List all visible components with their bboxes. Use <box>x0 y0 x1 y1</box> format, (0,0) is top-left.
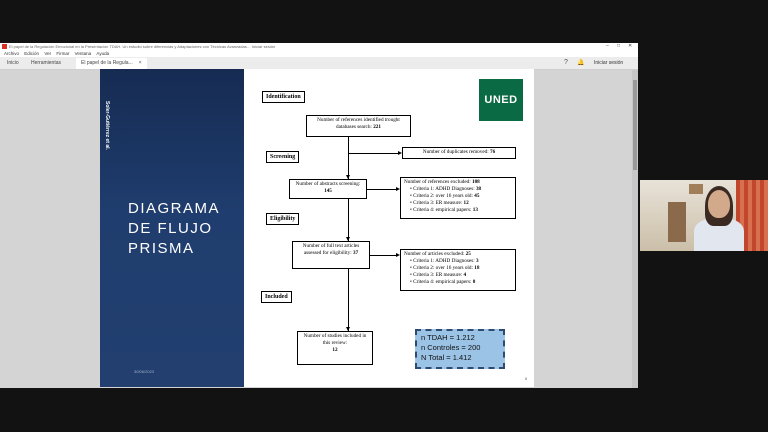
arrow-down <box>345 327 350 331</box>
menu-edicion[interactable]: Edición <box>24 51 40 56</box>
slide-title-line: DE FLUJO <box>128 220 213 237</box>
connector-line <box>348 199 349 241</box>
tab-label: Inicio <box>7 60 19 66</box>
arrow-right <box>396 252 400 257</box>
slide-title-panel: Soler-Gutiérrez et al. DIAGRAMA DE FLUJO… <box>100 69 244 387</box>
close-window-button[interactable]: ✕ <box>628 43 633 49</box>
box-text: Number of abstracts screening: <box>295 181 361 187</box>
arrow-down <box>345 237 350 241</box>
bell-icon[interactable]: 🔔 <box>577 60 585 66</box>
box-value: 37 <box>352 250 359 256</box>
summary-line: n TDAH = 1.212 <box>421 333 475 342</box>
tab-inicio[interactable]: Inicio <box>2 58 24 69</box>
menu-archivo[interactable]: Archivo <box>4 51 20 56</box>
menu-ventana[interactable]: Ventana <box>74 51 92 56</box>
fulltext-box: Number of full text articles assessed fo… <box>292 241 370 269</box>
criteria-item: • Criteria 2: over 16 years old: 45 <box>410 193 480 199</box>
menu-ver[interactable]: Ver <box>44 51 52 56</box>
prisma-diagram-panel: UNED Identification Screening Eligibilit… <box>244 69 534 387</box>
criteria-item: • Criteria 1: ADHD Diagnoses: 38 <box>410 186 482 192</box>
pdf-app-icon <box>2 44 7 49</box>
tab-herramientas[interactable]: Herramientas <box>26 58 66 69</box>
connector-line <box>367 189 396 190</box>
webcam-video-tile <box>640 180 768 251</box>
box-text: Number of duplicates removed: <box>422 149 489 155</box>
menu-ayuda[interactable]: Ayuda <box>96 51 110 56</box>
webcam-shelf <box>668 202 686 242</box>
summary-line: N Total = 1.412 <box>421 353 472 362</box>
connector-line <box>348 269 349 331</box>
box-value: 221 <box>373 124 381 130</box>
criteria-item: • Criteria 3: ER measure: 12 <box>410 200 469 206</box>
maximize-button[interactable]: □ <box>617 43 621 49</box>
box-value: 145 <box>324 188 332 194</box>
menu-bar: Archivo Edición Ver Firmar Ventana Ayuda <box>0 50 638 57</box>
box-value: 25 <box>465 251 471 257</box>
stage-screening: Screening <box>266 151 300 163</box>
excluded-references-box: Number of references excluded: 108 • Cri… <box>400 177 516 219</box>
help-icon[interactable]: ? <box>564 59 568 66</box>
connector-line <box>348 153 398 154</box>
slide-date: 30/06/2023 <box>134 369 155 374</box>
box-text: Number of articles excluded: <box>404 251 465 257</box>
connector-line <box>348 137 349 179</box>
slide-title: DIAGRAMA DE FLUJO PRISMA <box>128 199 220 259</box>
page-number: 6 <box>525 376 528 381</box>
connector-line <box>370 255 396 256</box>
minimize-button[interactable]: – <box>606 43 609 49</box>
scrollbar-thumb[interactable] <box>633 80 637 170</box>
slide-author: Soler-Gutiérrez et al. <box>104 101 110 150</box>
webcam-picture-frame <box>689 184 703 194</box>
criteria-item: • Criteria 2: over 16 years old: 18 <box>410 265 480 271</box>
signin-button[interactable]: Iniciar sesión <box>594 60 624 66</box>
slide-title-line: DIAGRAMA <box>128 200 221 217</box>
box-value: 76 <box>489 149 496 155</box>
arrow-right <box>398 150 402 155</box>
vertical-scrollbar[interactable] <box>632 70 638 388</box>
excluded-articles-box: Number of articles excluded: 25 • Criter… <box>400 249 516 291</box>
menu-firmar[interactable]: Firmar <box>56 51 70 56</box>
summary-line: n Controles = 200 <box>421 343 481 352</box>
box-value: 12 <box>332 347 338 353</box>
uned-logo: UNED <box>479 79 523 121</box>
included-studies-box: Number of studies included in this revie… <box>297 331 373 365</box>
arrow-down <box>345 175 350 179</box>
box-value: 108 <box>471 179 480 185</box>
criteria-item: • Criteria 4: empirical papers: 13 <box>410 207 478 213</box>
sample-summary-box: n TDAH = 1.212 n Controles = 200 N Total… <box>415 329 505 369</box>
tab-document[interactable]: El papel de la Regula... × <box>76 58 147 69</box>
duplicates-box: Number of duplicates removed: 76 <box>402 147 516 159</box>
criteria-item: • Criteria 4: empirical papers: 0 <box>410 279 476 285</box>
identified-box: Number of references identified trought … <box>306 115 411 137</box>
abstracts-box: Number of abstracts screening: 145 <box>289 179 367 199</box>
box-text: Number of full text articles assessed fo… <box>302 243 360 256</box>
webcam-person-face <box>708 190 730 218</box>
tab-label: Herramientas <box>31 60 62 66</box>
stage-included: Included <box>261 291 292 303</box>
box-text: Number of references identified trought … <box>317 117 400 130</box>
pdf-reader-window: El papel de la Regulación Emocional en l… <box>0 43 638 388</box>
criteria-item: • Criteria 1: ADHD Diagnoses: 3 <box>410 258 479 264</box>
criteria-item: • Criteria 3: ER measure: 4 <box>410 272 467 278</box>
box-text: Number of studies included in this revie… <box>303 333 367 346</box>
window-title: El papel de la Regulación Emocional en l… <box>9 44 276 49</box>
slide-title-line: PRISMA <box>128 240 195 257</box>
tab-label: El papel de la Regula... <box>81 60 133 66</box>
close-tab-icon[interactable]: × <box>138 60 142 66</box>
stage-eligibility: Eligibility <box>266 213 300 225</box>
title-bar: El papel de la Regulación Emocional en l… <box>0 43 638 50</box>
stage-identification: Identification <box>262 91 305 103</box>
arrow-right <box>396 186 400 191</box>
box-text: Number of references excluded: <box>404 179 471 185</box>
